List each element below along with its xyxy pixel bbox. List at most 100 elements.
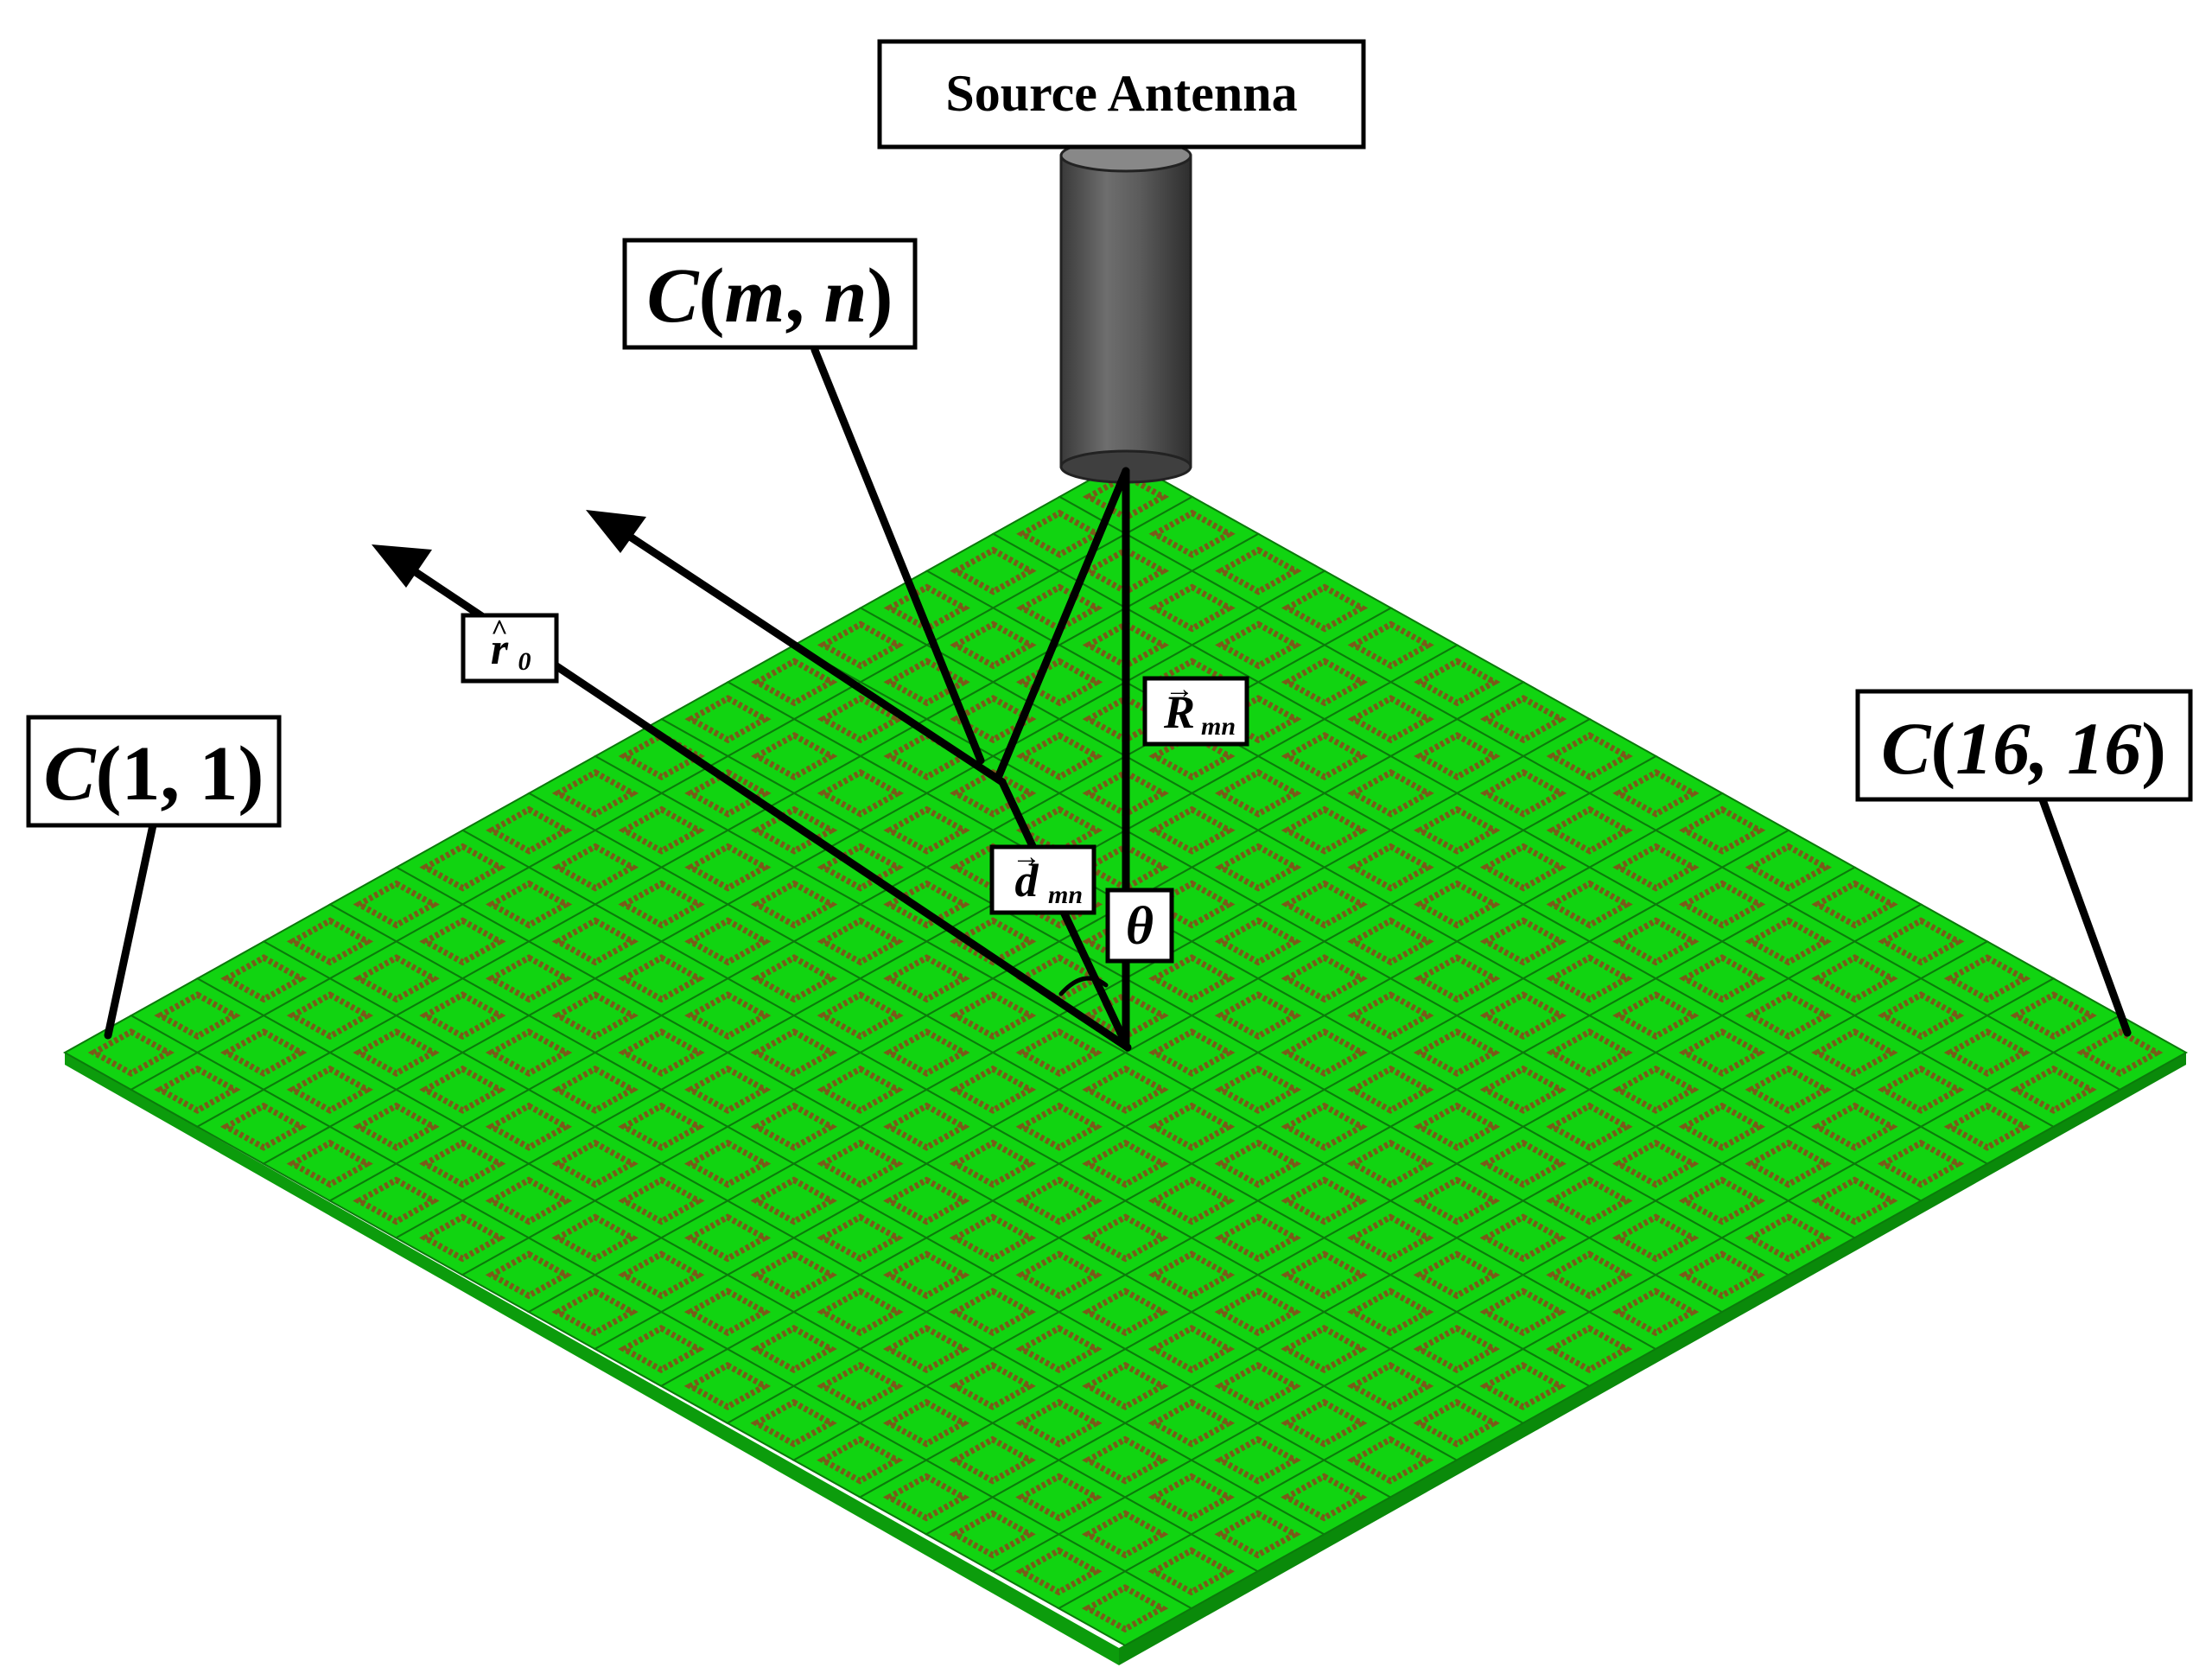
square-ring-element [817, 991, 904, 1040]
source-antenna-text: Source Antenna [945, 65, 1297, 122]
square-ring-element [1479, 1139, 1567, 1188]
square-ring-element [949, 1510, 1036, 1559]
c1616-text: C(16, 16) [1881, 707, 2166, 790]
square-ring-element [883, 1250, 970, 1300]
square-ring-element [618, 1102, 705, 1151]
square-ring-element [551, 1139, 639, 1188]
dmn-sub: mn [1048, 881, 1083, 909]
square-ring-element [1745, 1139, 1832, 1188]
square-ring-element [419, 991, 506, 1040]
square-ring-element [154, 991, 241, 1040]
square-ring-element [486, 880, 573, 929]
square-ring-element [949, 1361, 1036, 1410]
cmn-leader-line [810, 346, 985, 765]
theta-label: θ [1105, 888, 1174, 964]
square-ring-element [883, 1176, 970, 1225]
square-ring-element [1943, 1028, 2031, 1078]
c1616-label: C(16, 16) [1855, 689, 2193, 802]
source-antenna-label: Source Antenna [877, 39, 1366, 150]
square-ring-element [618, 805, 705, 855]
square-ring-element [1612, 917, 1700, 966]
rmn-main: R [1163, 686, 1195, 738]
square-ring-element [1811, 954, 1898, 1003]
square-ring-element [949, 1288, 1036, 1337]
r0-sub: 0 [518, 647, 531, 676]
dmn-arrow: → [1012, 841, 1041, 873]
square-ring-element [1281, 880, 1368, 929]
square-ring-element [1678, 1176, 1765, 1225]
square-ring-element [618, 1324, 705, 1374]
square-ring-element [1281, 1250, 1368, 1300]
square-ring-element [551, 1213, 639, 1263]
square-ring-element [1347, 991, 1434, 1040]
square-ring-element [1148, 509, 1236, 558]
square-ring-element [750, 1028, 838, 1078]
square-ring-element [1215, 620, 1302, 670]
square-ring-element [684, 695, 772, 744]
square-ring-element [1347, 843, 1434, 892]
square-ring-element [1546, 880, 1633, 929]
square-ring-element [1414, 731, 1501, 781]
square-ring-element [883, 731, 970, 781]
square-ring-element [1214, 1288, 1301, 1337]
square-ring-element [1215, 768, 1302, 818]
square-ring-element [750, 954, 838, 1003]
square-ring-element [618, 1028, 705, 1078]
square-ring-element [1347, 620, 1434, 670]
square-ring-element [1414, 954, 1501, 1003]
square-ring-element [750, 1176, 837, 1225]
square-ring-element [1546, 805, 1633, 855]
r0-hat: ^ [491, 614, 508, 646]
square-ring-element [1546, 1176, 1633, 1225]
square-ring-element [882, 1473, 970, 1522]
square-ring-element [1346, 1435, 1434, 1485]
square-ring-element [1347, 1213, 1434, 1263]
square-ring-element [1479, 917, 1567, 966]
square-ring-element [1214, 1065, 1302, 1114]
square-ring-element [1546, 1250, 1633, 1300]
square-ring-element [1413, 1102, 1501, 1151]
square-ring-element [353, 1102, 440, 1151]
square-ring-element [1147, 1547, 1235, 1596]
square-ring-element [1214, 1435, 1301, 1485]
square-ring-element [1612, 1065, 1700, 1114]
square-ring-element [1082, 1288, 1169, 1337]
square-ring-element [286, 991, 374, 1040]
cmn-text: C(m, n) [646, 253, 893, 339]
array-cell [1057, 1570, 1193, 1647]
square-ring-element [1082, 1065, 1169, 1114]
r0-arrowhead [372, 544, 432, 588]
square-ring-element [353, 1028, 440, 1078]
square-ring-element [684, 768, 772, 818]
array-cells [62, 458, 2189, 1647]
square-ring-element [1081, 1584, 1169, 1633]
square-ring-element [683, 1213, 772, 1263]
square-ring-element [485, 1176, 573, 1225]
square-ring-element [1413, 1176, 1501, 1225]
square-ring-element [1347, 1139, 1434, 1188]
square-ring-element [353, 880, 440, 929]
square-ring-element [1479, 843, 1567, 892]
square-ring-element [1811, 1176, 1898, 1225]
square-ring-element [751, 658, 838, 707]
square-ring-element [1413, 1028, 1501, 1078]
square-ring-element [1413, 1398, 1500, 1448]
square-ring-element [1214, 991, 1302, 1040]
square-ring-element [950, 917, 1037, 966]
square-ring-element [1015, 1547, 1103, 1596]
square-ring-element [949, 1139, 1037, 1188]
square-ring-element [1413, 1324, 1500, 1374]
square-ring-element [949, 1213, 1037, 1263]
square-ring-element [684, 917, 772, 966]
square-ring-element [154, 1065, 241, 1114]
square-ring-element [817, 1139, 904, 1188]
square-ring-element [485, 954, 573, 1003]
square-ring-element [485, 1102, 573, 1151]
square-ring-element [1811, 1102, 1898, 1151]
square-ring-element [817, 1435, 904, 1485]
square-ring-element [551, 1065, 639, 1114]
r0-label: r ^ 0 [461, 613, 559, 684]
square-ring-element [1479, 1065, 1567, 1114]
square-ring-element [87, 1028, 175, 1078]
